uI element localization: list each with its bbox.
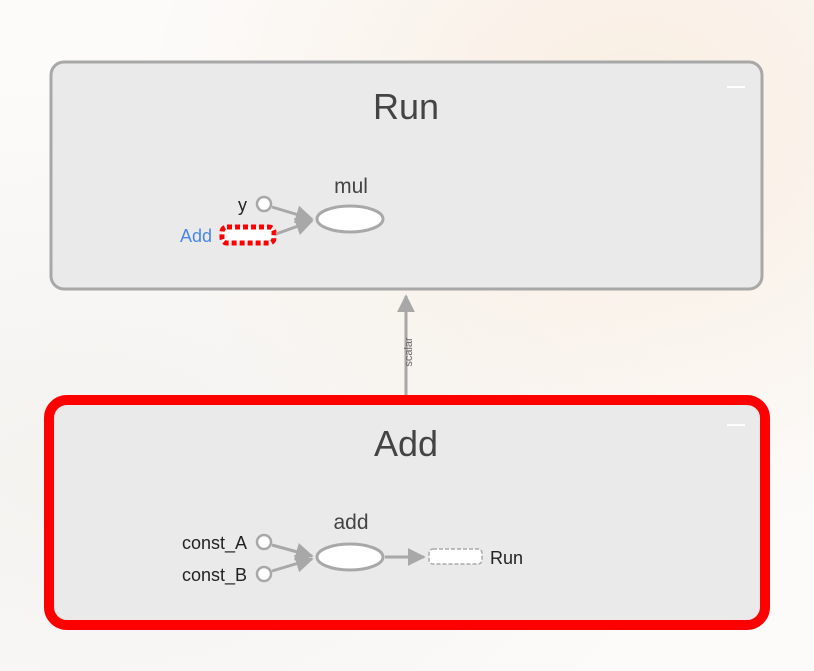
const-b-node[interactable] — [255, 565, 273, 583]
add-bridge-node[interactable] — [219, 224, 277, 246]
edge-const-b-to-add — [271, 555, 314, 573]
const-b-label: const_B — [182, 565, 247, 586]
edge-add-to-mul — [275, 218, 314, 236]
run-bridge-node[interactable] — [428, 548, 483, 565]
add-group-title: Add — [374, 423, 438, 464]
mul-op-label: mul — [334, 175, 368, 198]
run-group-title: Run — [373, 86, 439, 127]
run-group[interactable]: Run — mul y Add — [49, 60, 764, 291]
y-input-node[interactable] — [255, 195, 273, 213]
add-group-selection-outline — [44, 395, 770, 630]
edge-y-to-mul — [271, 205, 314, 223]
add-op-node[interactable] — [315, 542, 385, 572]
scalar-edge[interactable]: scalar — [397, 294, 415, 396]
scalar-edge-label: scalar — [403, 337, 415, 367]
const-a-label: const_A — [182, 533, 247, 554]
const-a-node[interactable] — [255, 533, 273, 551]
edge-const-a-to-add — [271, 543, 314, 561]
run-bridge-label[interactable]: Run — [490, 548, 523, 568]
add-bridge-link[interactable]: Add — [180, 226, 212, 246]
run-group-collapse-icon[interactable]: — — [727, 76, 745, 96]
add-op-label: add — [333, 511, 368, 534]
mul-op-node[interactable] — [315, 204, 385, 234]
add-group[interactable]: Add — add const_A const_B Run — [44, 395, 770, 630]
add-group-collapse-icon[interactable]: — — [727, 414, 745, 434]
y-input-label: y — [238, 195, 247, 215]
